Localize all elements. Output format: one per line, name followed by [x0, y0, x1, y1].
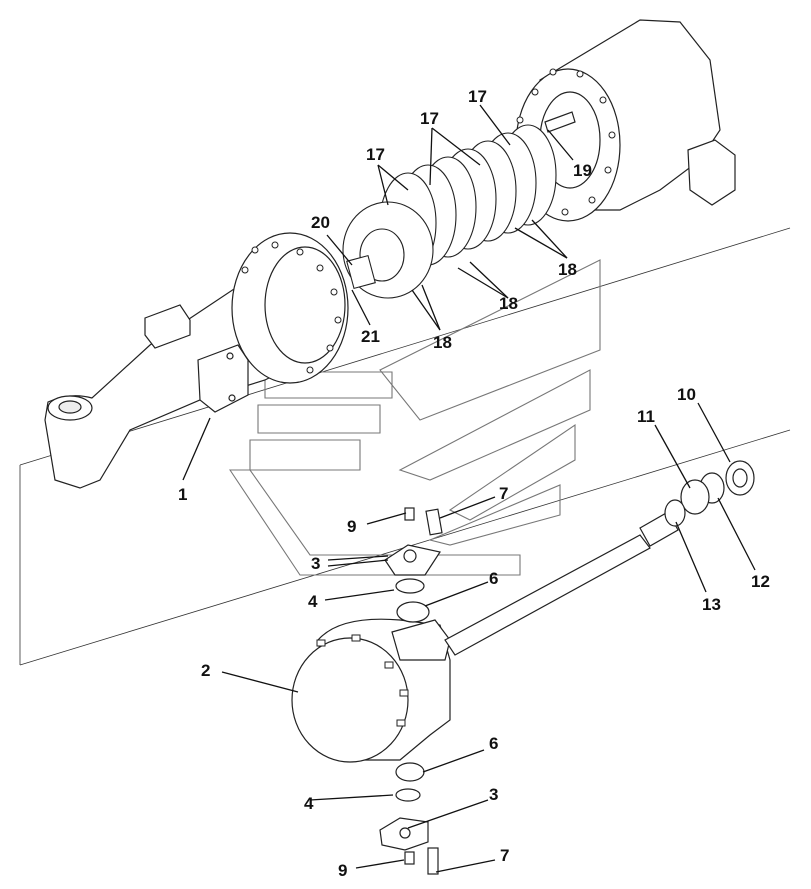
callout-7-upper: 7 [499, 484, 508, 503]
drive-shaft [444, 511, 679, 656]
callout-11: 11 [637, 407, 655, 426]
wheel-hub [291, 618, 451, 763]
callout-3-lower: 3 [489, 785, 498, 804]
callout-4-lower: 4 [304, 794, 314, 813]
callout-18-mid: 18 [499, 294, 518, 313]
upper-pivot-parts [384, 507, 443, 623]
callout-18-right: 18 [558, 260, 577, 279]
callout-10: 10 [677, 385, 696, 404]
brake-disc-stack [342, 124, 557, 299]
leader-lines [182, 104, 756, 873]
lower-pivot-parts [379, 762, 439, 875]
callout-19: 19 [573, 161, 592, 180]
callout-17-left: 17 [366, 145, 385, 164]
callout-17-mid: 17 [420, 109, 439, 128]
callout-9-upper: 9 [347, 517, 356, 536]
callout-labels: 1 2 3 3 4 4 6 6 7 7 9 9 10 11 12 13 17 1… [178, 87, 770, 880]
callout-2: 2 [201, 661, 210, 680]
bearing-set [664, 460, 755, 527]
axle-housing [44, 232, 349, 489]
callout-20: 20 [311, 213, 330, 232]
callout-6-upper: 6 [489, 569, 498, 588]
callout-13: 13 [702, 595, 721, 614]
watermark-logo [19, 227, 791, 666]
callout-12: 12 [751, 572, 770, 591]
callout-1: 1 [178, 485, 187, 504]
callout-21: 21 [361, 327, 380, 346]
callout-9-lower: 9 [338, 861, 347, 880]
callout-6-lower: 6 [489, 734, 498, 753]
callout-18-left: 18 [433, 333, 452, 352]
callout-4-upper: 4 [308, 592, 318, 611]
callout-7-lower: 7 [500, 846, 509, 865]
callout-3-upper: 3 [311, 554, 320, 573]
callout-17-right: 17 [468, 87, 487, 106]
